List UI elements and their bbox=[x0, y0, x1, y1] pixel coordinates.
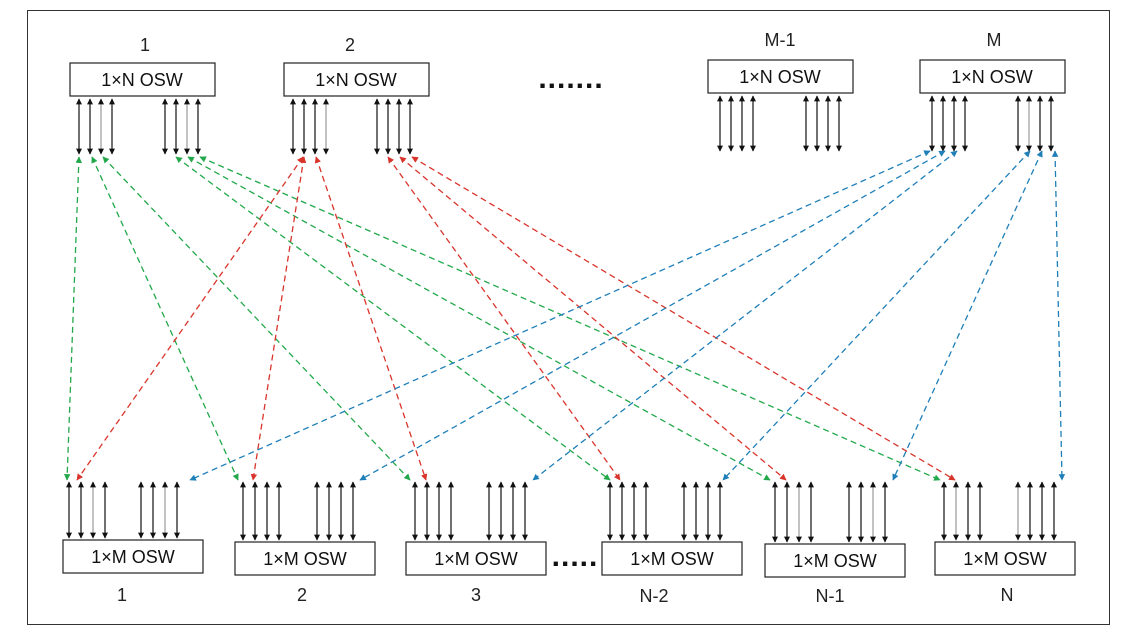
top-switch-box bbox=[69, 62, 216, 97]
top-switch-label: 1×N OSW bbox=[315, 70, 397, 90]
link-line bbox=[387, 156, 621, 481]
bottom-ellipsis: ..... bbox=[552, 540, 599, 573]
bottom-switch-number: N-1 bbox=[815, 586, 844, 606]
top-switch-box bbox=[283, 62, 430, 97]
bottom-switch-n: 1×M OSW N bbox=[934, 481, 1076, 605]
bottom-switch-number: 3 bbox=[471, 585, 481, 605]
link-line bbox=[250, 156, 307, 481]
link-line bbox=[399, 156, 787, 481]
link-line bbox=[359, 150, 946, 481]
top-switch-label: 1×N OSW bbox=[739, 67, 821, 87]
link-line bbox=[1051, 150, 1066, 481]
top-switch-number: 1 bbox=[140, 35, 150, 55]
top-switch-label: 1×N OSW bbox=[951, 67, 1033, 87]
diagram-frame bbox=[27, 10, 1110, 625]
top-switch-number: M-1 bbox=[765, 30, 796, 50]
top-switch-m: M 1×N OSW bbox=[919, 30, 1066, 152]
links-from-top-switch-m bbox=[189, 150, 1066, 481]
top-switch-box bbox=[919, 59, 1066, 94]
bottom-switch-box bbox=[62, 539, 204, 574]
top-switch-number: M bbox=[987, 30, 1002, 50]
bottom-switch-box bbox=[601, 541, 743, 576]
link-line bbox=[532, 150, 958, 481]
bottom-switch-3: 1×M OSW 3 bbox=[405, 481, 547, 605]
bottom-switch-number: 2 bbox=[297, 585, 307, 605]
bottom-switch-number: 1 bbox=[117, 585, 127, 605]
link-line bbox=[175, 156, 611, 481]
bottom-switch-label: 1×M OSW bbox=[963, 549, 1047, 569]
top-switch-label: 1×N OSW bbox=[101, 70, 183, 90]
link-line bbox=[102, 156, 411, 481]
bottom-switch-label: 1×M OSW bbox=[91, 547, 175, 567]
top-ellipsis: ....... bbox=[538, 62, 603, 95]
bottom-switch-n-2: 1×M OSW N-2 bbox=[601, 481, 743, 606]
bottom-switch-label: 1×M OSW bbox=[263, 549, 347, 569]
bottom-switch-1: 1×M OSW 1 bbox=[62, 481, 204, 605]
bottom-switch-box bbox=[405, 541, 547, 576]
bottom-switch-box bbox=[934, 541, 1076, 576]
link-line bbox=[722, 150, 1031, 481]
links-from-top-switch-2 bbox=[76, 156, 956, 481]
bottom-switch-box bbox=[764, 543, 906, 578]
bottom-switch-number: N bbox=[1001, 585, 1014, 605]
bottom-switch-n-1: 1×M OSW N-1 bbox=[764, 481, 906, 606]
bottom-switch-label: 1×M OSW bbox=[793, 551, 877, 571]
top-switch-box bbox=[707, 59, 854, 94]
bottom-switch-2: 1×M OSW 2 bbox=[234, 481, 376, 605]
top-switch-number: 2 bbox=[345, 35, 355, 55]
bottom-switch-box bbox=[234, 541, 376, 576]
top-switch-m-1: M-1 1×N OSW bbox=[707, 30, 854, 152]
top-switch-1: 1 1×N OSW bbox=[69, 35, 216, 155]
link-line bbox=[314, 156, 428, 481]
bottom-switch-number: N-2 bbox=[639, 586, 668, 606]
top-switch-2: 2 1×N OSW bbox=[283, 35, 430, 155]
link-line bbox=[76, 156, 304, 481]
bottom-switch-label: 1×M OSW bbox=[434, 549, 518, 569]
bottom-switch-label: 1×M OSW bbox=[630, 549, 714, 569]
link-line bbox=[63, 156, 83, 481]
link-line bbox=[189, 150, 931, 481]
link-line bbox=[411, 156, 956, 481]
link-line bbox=[199, 156, 941, 481]
link-line bbox=[892, 150, 1043, 481]
link-line bbox=[91, 156, 239, 481]
